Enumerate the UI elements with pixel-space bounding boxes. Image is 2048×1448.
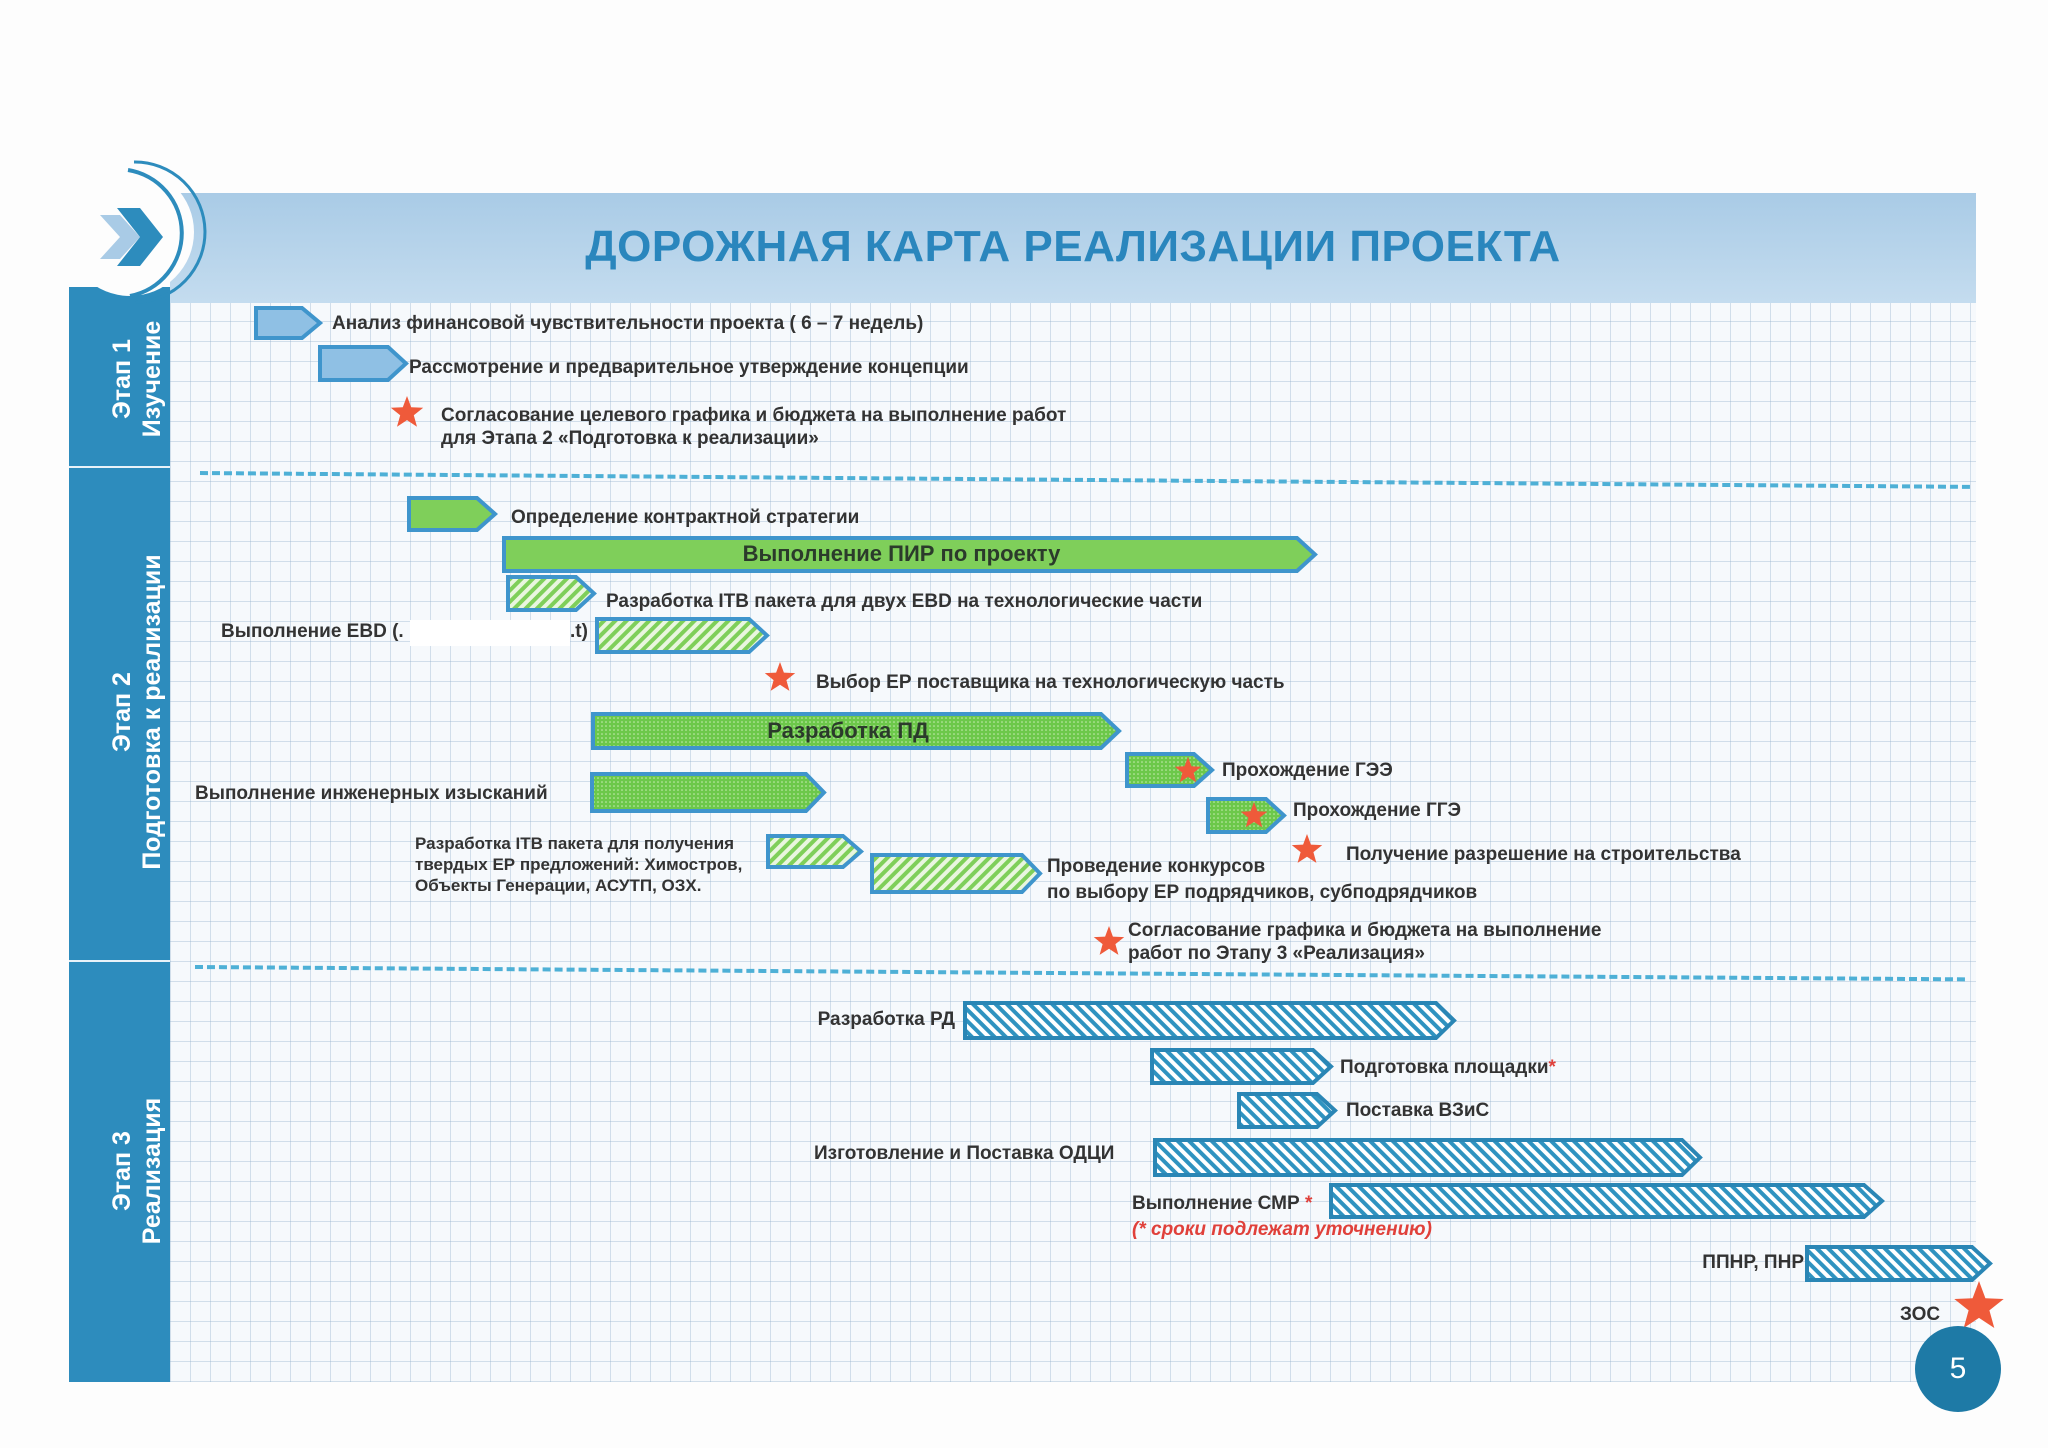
task-analysis: Анализ финансовой чувствительности проек… bbox=[332, 313, 924, 334]
page-title: ДОРОЖНАЯ КАРТА РЕАЛИЗАЦИИ ПРОЕКТА bbox=[585, 222, 1561, 271]
task-ebd-end: .t) bbox=[570, 621, 588, 642]
grid-background bbox=[170, 287, 1976, 1382]
bar-itb-ep bbox=[766, 834, 865, 869]
redacted-area bbox=[410, 620, 570, 646]
bar-rd bbox=[963, 1001, 1457, 1040]
task-pd-label: Разработка ПД bbox=[767, 718, 929, 743]
bar-ppnr bbox=[1805, 1245, 1993, 1282]
task-pir-label: Выполнение ПИР по проекту bbox=[742, 541, 1061, 566]
milestone-zos: ЗОС bbox=[1900, 1304, 1941, 1325]
bar-itb-ebd bbox=[506, 575, 597, 612]
header-band bbox=[170, 193, 1976, 303]
star-zos-icon bbox=[1954, 1281, 2004, 1328]
task-ppnr: ППНР, ПНР bbox=[1702, 1252, 1804, 1273]
star-gee-icon bbox=[1174, 757, 1202, 783]
task-itb-ebd: Разработка ITB пакета для двух EBD на те… bbox=[606, 591, 1203, 612]
bar-surveys bbox=[590, 772, 827, 813]
bar-vzis bbox=[1237, 1092, 1338, 1129]
star-ep-supplier-icon bbox=[764, 662, 796, 691]
bar-analysis bbox=[254, 306, 324, 340]
task-gee: Прохождение ГЭЭ bbox=[1222, 760, 1393, 781]
bar-gee bbox=[1125, 752, 1216, 788]
task-odci: Изготовление и Поставка ОДЦИ bbox=[814, 1143, 1115, 1164]
bar-ebd bbox=[595, 617, 770, 654]
bar-smr bbox=[1329, 1183, 1886, 1219]
star-approval-stage2-icon bbox=[390, 396, 424, 427]
task-concept: Рассмотрение и предварительное утвержден… bbox=[409, 357, 969, 378]
stage-divider bbox=[69, 466, 170, 468]
task-smr: Выполнение СМР * bbox=[1132, 1193, 1313, 1214]
bar-contract-strategy bbox=[407, 496, 499, 532]
bar-odci bbox=[1153, 1138, 1703, 1177]
milestone-permit: Получение разрешение на строительства bbox=[1346, 844, 1741, 865]
bar-pd bbox=[591, 712, 1122, 750]
task-site: Подготовка площадки* bbox=[1340, 1057, 1556, 1078]
star-permit-icon bbox=[1291, 834, 1323, 863]
stage-sidebar bbox=[69, 287, 170, 1382]
bar-pir bbox=[502, 536, 1318, 573]
task-vzis: Поставка ВЗиС bbox=[1346, 1100, 1490, 1121]
milestone-ep-supplier: Выбор ЕР поставщика на технологическую ч… bbox=[816, 672, 1285, 693]
task-contract-strategy: Определение контрактной стратегии bbox=[511, 507, 860, 528]
star-gge-icon bbox=[1240, 802, 1268, 828]
star-approval-stage3-icon bbox=[1093, 926, 1125, 955]
bar-tenders bbox=[870, 853, 1043, 894]
milestone-approval-stage3: Согласование графика и бюджета на выполн… bbox=[1128, 920, 1602, 964]
bar-concept bbox=[318, 345, 409, 382]
page-number: 5 bbox=[1915, 1326, 2001, 1412]
milestone-approval-stage2: Согласование целевого графика и бюджета … bbox=[441, 405, 1067, 449]
bar-site bbox=[1150, 1048, 1334, 1085]
task-rd: Разработка РД bbox=[817, 1009, 955, 1030]
task-gge: Прохождение ГГЭ bbox=[1293, 800, 1462, 821]
footnote: (* сроки подлежат уточнению) bbox=[1132, 1219, 1432, 1240]
stage-divider bbox=[69, 960, 170, 962]
task-surveys: Выполнение инженерных изысканий bbox=[195, 783, 548, 804]
task-ebd: Выполнение EBD (. bbox=[221, 621, 404, 642]
